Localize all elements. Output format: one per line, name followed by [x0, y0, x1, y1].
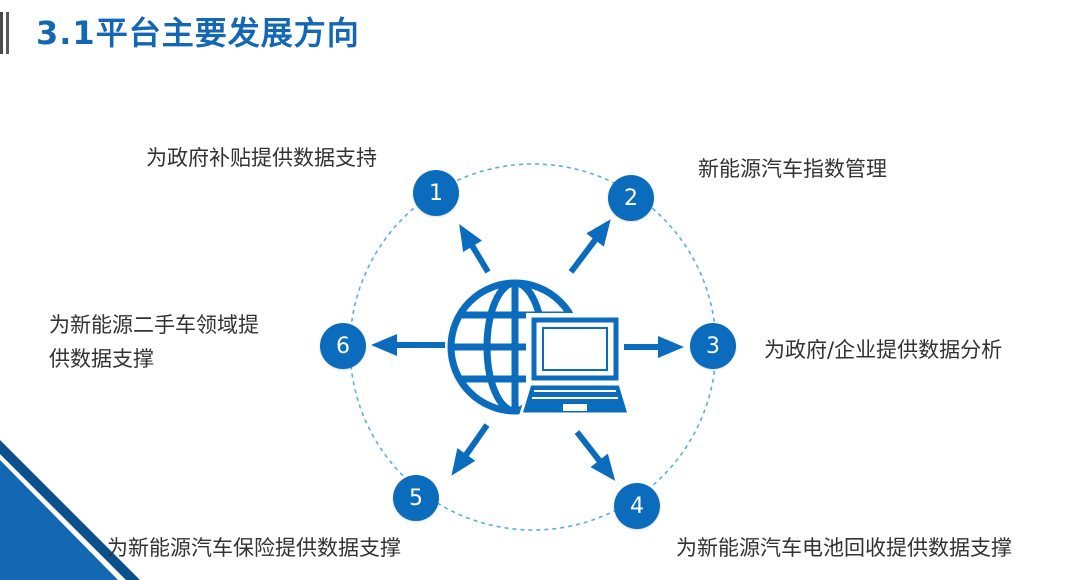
title-accent-bar [0, 12, 10, 54]
arrow-to-node-3 [620, 336, 684, 358]
arrow-to-node-1 [459, 223, 491, 274]
node-2: 2 [608, 175, 654, 221]
node-4: 4 [614, 483, 660, 529]
label-node-1: 为政府补贴提供数据支持 [146, 146, 377, 170]
arrow-to-node-5 [451, 423, 490, 476]
arrow-to-node-6 [371, 334, 445, 356]
node-5: 5 [393, 475, 439, 521]
label-node-3: 为政府/企业提供数据分析 [764, 338, 1003, 362]
corner-decoration [0, 440, 140, 580]
laptop-icon [518, 313, 632, 416]
label-node-6-line-1: 为新能源二手车领域提 [49, 313, 259, 337]
label-node-4: 为新能源汽车电池回收提供数据支撑 [676, 536, 1012, 560]
label-node-5: 为新能源汽车保险提供数据支撑 [107, 536, 401, 560]
node-1: 1 [413, 170, 459, 216]
arrow-to-node-2 [568, 219, 611, 274]
page-title: 3.1平台主要发展方向 [36, 14, 360, 52]
node-6: 6 [320, 323, 366, 369]
node-3: 3 [690, 323, 736, 369]
arrow-to-node-4 [574, 430, 616, 481]
label-node-6-line-2: 供数据支撑 [49, 347, 154, 371]
label-node-2: 新能源汽车指数管理 [698, 157, 887, 181]
